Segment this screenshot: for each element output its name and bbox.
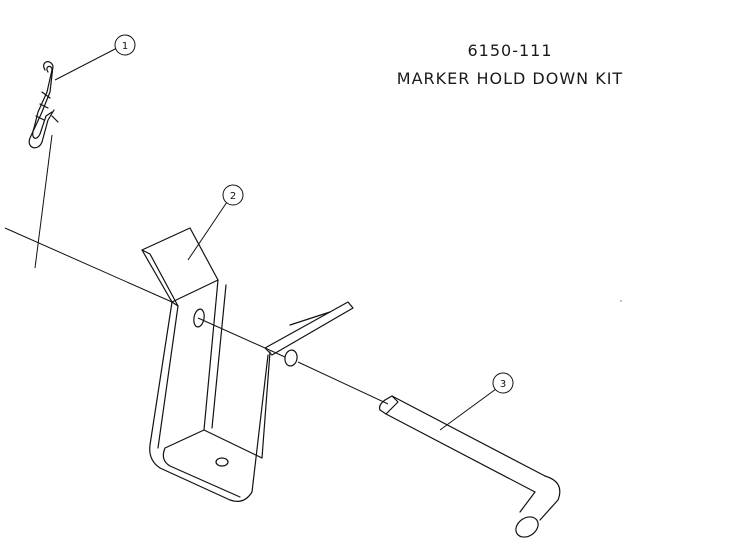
scan-speck <box>620 300 622 302</box>
clip-center-line <box>34 134 53 269</box>
svg-text:3: 3 <box>500 379 506 390</box>
u-bracket <box>141 227 354 502</box>
kit-name: MARKER HOLD DOWN KIT <box>397 69 623 88</box>
callout-1: 1 <box>54 34 136 81</box>
callout-2: 2 <box>187 184 244 261</box>
svg-text:1: 1 <box>122 41 128 52</box>
assembly-center-line <box>4 227 389 405</box>
hair-pin-clip <box>28 61 59 149</box>
svg-text:2: 2 <box>230 191 236 202</box>
bent-pin <box>378 395 561 538</box>
part-number: 6150-111 <box>467 41 552 60</box>
callout-3: 3 <box>439 372 514 431</box>
